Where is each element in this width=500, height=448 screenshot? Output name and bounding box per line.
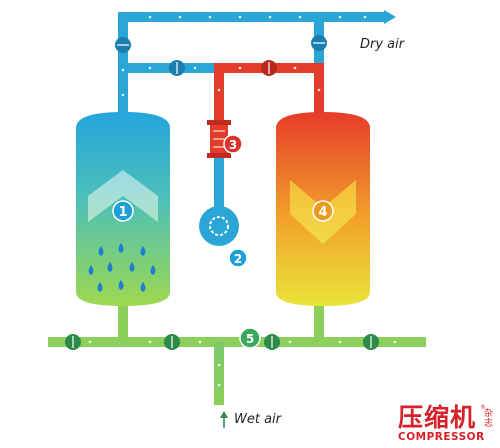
tower-1-flow-chevron: [88, 170, 158, 222]
wet-manifold-pipe: [48, 337, 426, 347]
badge-4: [312, 200, 334, 222]
tower2-inlet-pipe: [314, 300, 324, 342]
badge-3-number: 3: [229, 138, 237, 152]
wet-inlet-pipe: [214, 342, 224, 405]
blower-housing: [199, 206, 239, 246]
dry-air-label: Dry air: [360, 37, 405, 52]
blower: 2: [199, 206, 248, 268]
dry-outlet-pipe: [118, 12, 386, 22]
blower-impeller: [209, 216, 229, 236]
badge-2: [228, 248, 248, 268]
valve-icon: [311, 35, 327, 51]
badge-3: [223, 134, 243, 154]
registered-mark: ®: [480, 404, 486, 411]
publisher-logo: 压缩机 ® 杂志 COMPRESSOR: [398, 404, 498, 446]
valve-icon: [264, 334, 280, 350]
badge-5-number: 5: [246, 332, 254, 346]
badge-2-number: 2: [234, 252, 242, 266]
heater: 3: [207, 120, 243, 158]
badge-4-number: 4: [318, 205, 327, 220]
tower-2: 4: [276, 112, 370, 306]
valves: [65, 35, 379, 350]
valve-icon: [363, 334, 379, 350]
hot-riser-pipe: [214, 63, 224, 125]
wet-air-label: Wet air: [234, 412, 282, 427]
wet-air-pipes: [48, 300, 426, 405]
moisture-droplets: [88, 243, 156, 292]
logo-side-text: 杂志: [484, 409, 494, 429]
valve-icon: [65, 334, 81, 350]
logo-chinese-text: 压缩机: [398, 403, 477, 432]
logo-english-text: COMPRESSOR: [398, 431, 485, 443]
tower1-inlet-pipe: [118, 300, 128, 342]
wet-air-arrow-icon: [220, 411, 228, 428]
tower-1: 1: [76, 112, 170, 306]
blower-riser-pipe: [214, 150, 224, 210]
valve-icon: [169, 60, 185, 76]
badge-1: [112, 200, 134, 222]
badge-5: [239, 327, 261, 349]
valve-icon: [261, 60, 277, 76]
dry-outlet-arrow: [384, 10, 396, 24]
valve-icon: [164, 334, 180, 350]
badge-1-number: 1: [118, 205, 127, 220]
valve-icon: [115, 37, 131, 53]
